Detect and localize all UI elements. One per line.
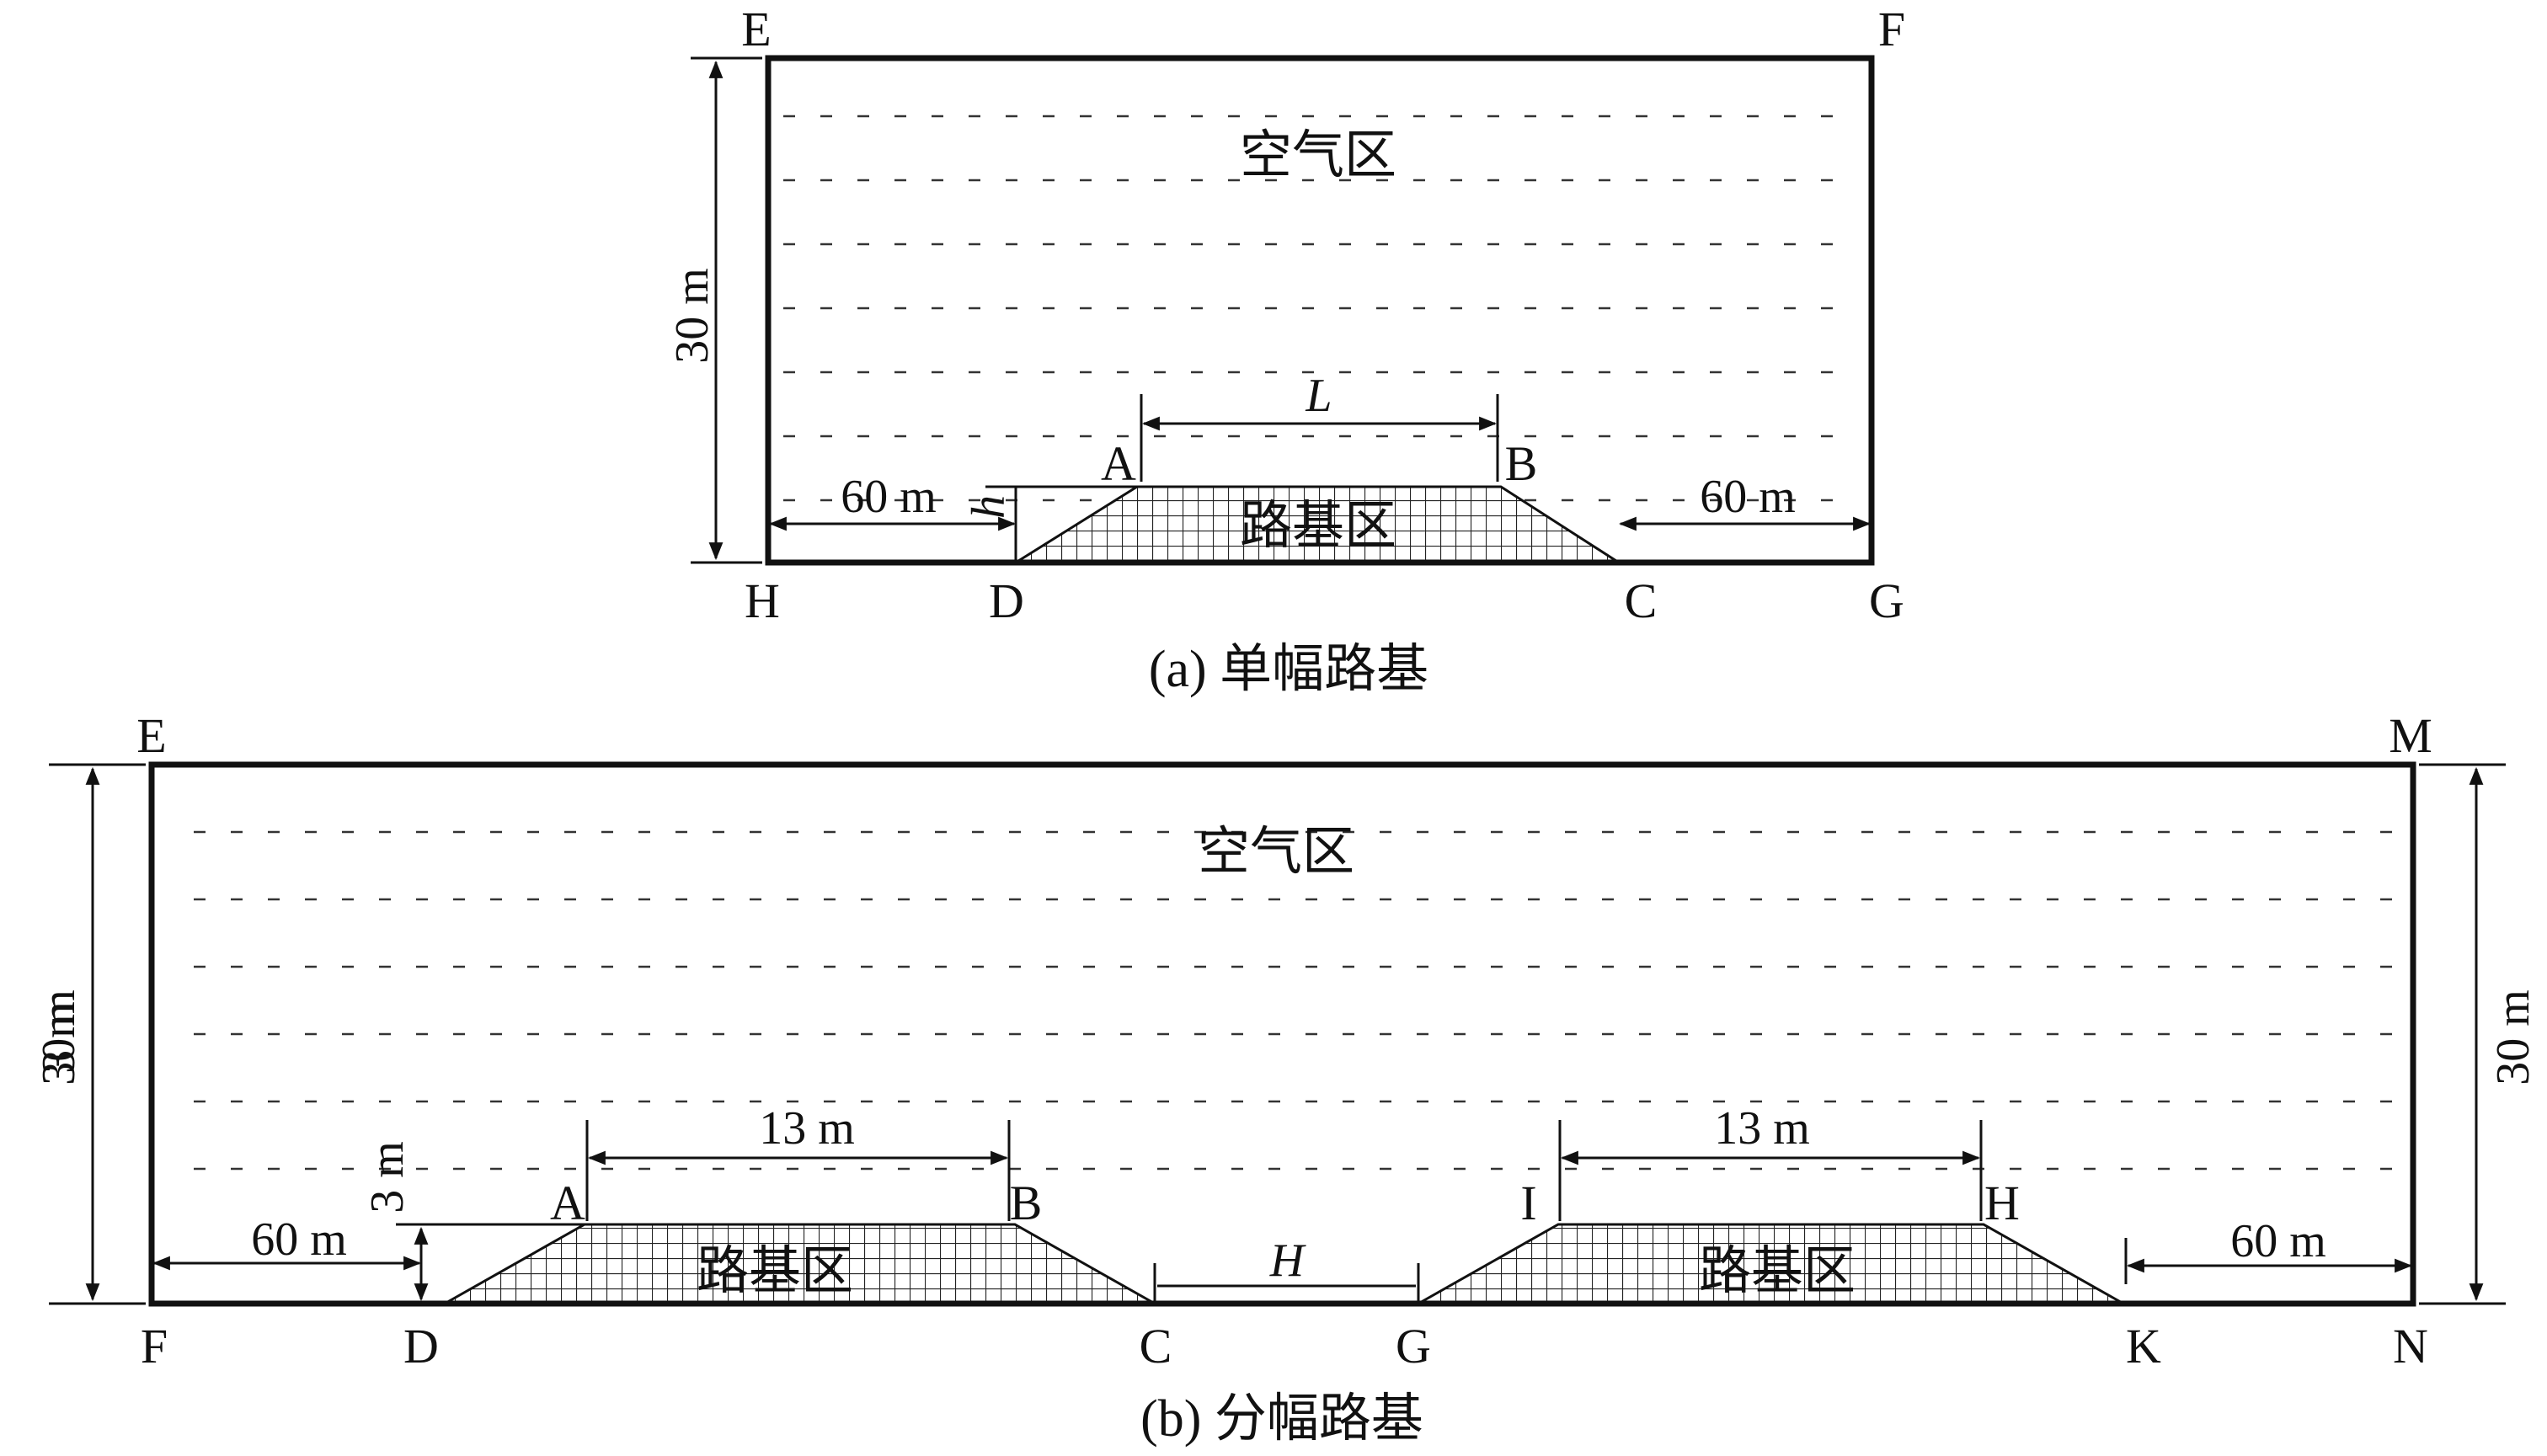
dim-L-a [1140,394,1499,482]
point-a-B: B [1505,436,1538,491]
dim-height-b-left-label: 30 m [33,989,85,1085]
point-b-F: F [141,1319,168,1373]
point-b-K: K [2126,1319,2161,1373]
point-b-H: H [1984,1176,2020,1230]
point-b-G: G [1396,1319,1431,1373]
dim-13m-b-1 [585,1120,1011,1221]
dim-h-a [985,485,1137,563]
diagram-b: 30 m 3 m 30 m 60 m 3 m 13 m [33,708,2539,1448]
point-b-C: C [1140,1319,1172,1373]
air-dash-lines-a [783,115,1853,502]
dim-gap-b [1153,1263,1420,1304]
dim-13m-b-2 [1558,1120,1983,1221]
dim-right-b-label: 60 m [2230,1215,2326,1267]
point-a-G: G [1869,573,1904,628]
point-a-H: H [745,573,780,628]
point-b-E: E [136,708,166,763]
air-zone-b-label: 空气区 [1198,820,1354,882]
point-b-B: B [1010,1176,1043,1230]
point-a-E: E [741,2,771,56]
subgrade-zone-b-2-label: 路基区 [1699,1240,1856,1301]
dim-height-b-right [2419,763,2506,1305]
frame-a [765,55,1875,566]
dim-height-a [691,56,762,564]
dim-right-a-label: 60 m [1700,471,1796,523]
point-b-N: N [2393,1319,2428,1373]
point-b-D: D [403,1319,439,1373]
point-a-A: A [1101,436,1136,491]
dim-13m-b-1-label: 13 m [759,1102,855,1155]
dim-3m-b [396,1223,585,1302]
dim-height-b-left-overlay: 3 m [33,1001,85,1074]
subgrade-zone-b-1-label: 路基区 [697,1240,853,1301]
point-b-I: I [1520,1176,1536,1230]
diagram-a: 30 m 60 m h 60 m L 空气区 路基区 E F H D [666,2,1905,698]
dim-3m-b-label: 3 m [361,1141,414,1213]
dim-left-a-label: 60 m [841,471,937,523]
dim-gap-b-label: H [1269,1235,1306,1287]
subgrade-zone-a-label: 路基区 [1240,494,1396,556]
dim-height-a-label: 30 m [666,268,718,364]
dim-height-b-left [49,763,146,1305]
air-dash-lines-b [194,830,2409,1171]
dim-left-b-label: 60 m [251,1213,347,1266]
air-zone-a-label: 空气区 [1240,124,1396,185]
point-b-M: M [2389,708,2432,763]
point-b-A: A [550,1176,585,1230]
dim-L-a-label: L [1305,370,1332,422]
caption-b: (b) 分幅路基 [1140,1390,1423,1448]
dim-height-b-right-label: 30 m [2487,989,2539,1085]
dim-13m-b-2-label: 13 m [1714,1102,1810,1155]
point-a-C: C [1625,573,1658,628]
dim-right-b [2124,1238,2413,1284]
caption-a: (a) 单幅路基 [1149,641,1428,698]
point-a-D: D [989,573,1024,628]
dim-h-a-label: h [963,495,1015,519]
point-a-F: F [1878,2,1905,56]
frame-b [148,761,2416,1307]
